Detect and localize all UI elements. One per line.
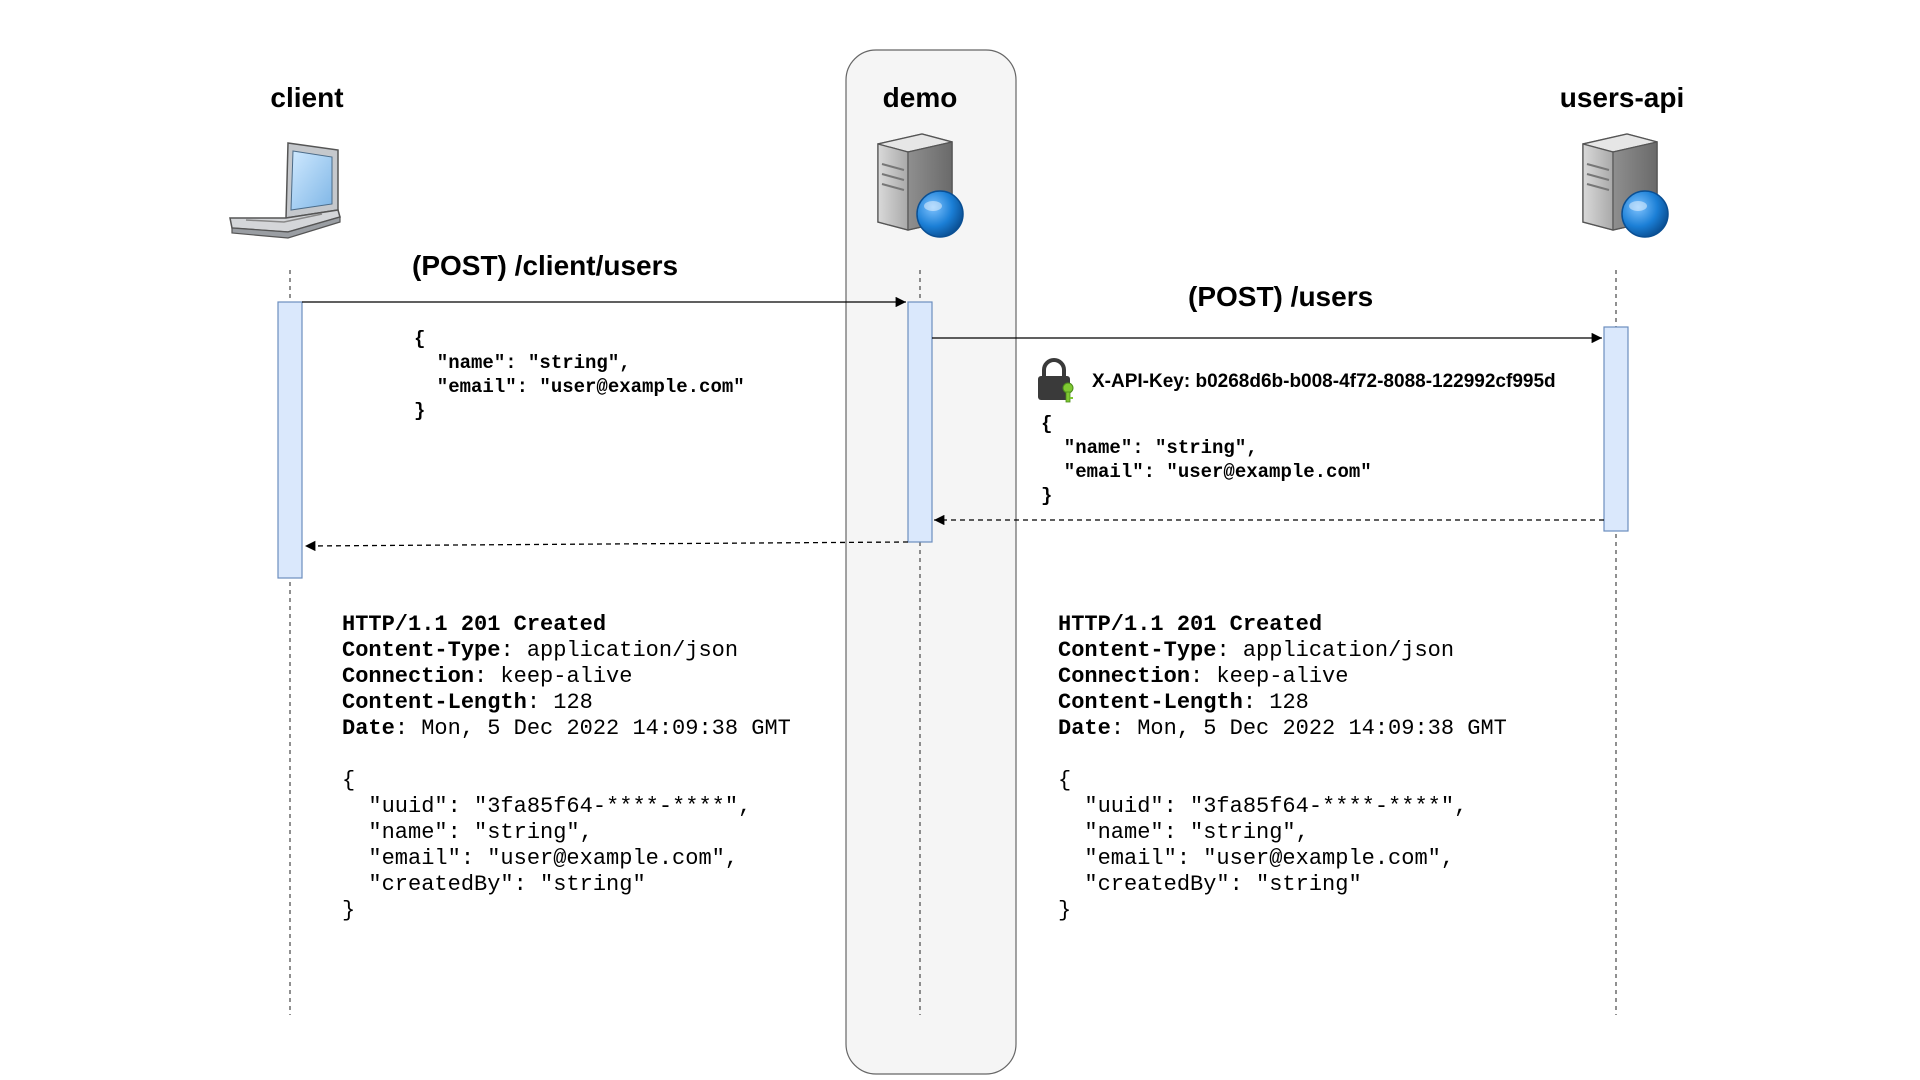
response-header-name: Content-Length [1058,690,1243,715]
response-status-line: HTTP/1.1 201 Created [1058,612,1322,637]
response-header-name: Content-Type [342,638,500,663]
demo-participant-label: demo [883,82,958,113]
api-key-header-text: X-API-Key: b0268d6b-b008-4f72-8088-12299… [1092,371,1556,392]
users-api-participant-label: users-api [1560,82,1685,113]
demo-to-users-api-message-label: (POST) /users [1188,281,1373,312]
response-header-value: : Mon, 5 Dec 2022 14:09:38 GMT [395,716,791,741]
demo-to-users-api-request-body: { "name": "string", "email": "user@examp… [1041,413,1429,507]
request-body-line: "email": "user@example.com" [414,376,745,398]
request-body-line: "name": "string", [1041,437,1258,459]
request-body-line: { [1041,413,1052,435]
response-header-name: Date [342,716,395,741]
response-body-line: } [342,898,355,923]
response-header-value: : keep-alive [474,664,632,689]
demo-participant-group-box [845,49,1017,1075]
response-header-name: Connection [342,664,474,689]
lock-key-icon [1038,358,1074,403]
users-api-web-server-icon [1582,133,1669,238]
response-header-value: : 128 [1243,690,1309,715]
demo-to-client-return-arrow [304,540,909,552]
response-body-line: "uuid": "3fa85f64-****-****", [342,794,751,819]
users-api-to-demo-response: HTTP/1.1 201 Created Content-Type: appli… [1058,612,1573,923]
client-activation-bar [277,301,303,579]
response-header-name: Content-Type [1058,638,1216,663]
response-header-value: : application/json [1216,638,1454,663]
response-body-line: "email": "user@example.com", [1058,846,1454,871]
response-status-line: HTTP/1.1 201 Created [342,612,606,637]
client-to-demo-message-label: (POST) /client/users [412,250,678,281]
demo-to-client-response: HTTP/1.1 201 Created Content-Type: appli… [342,612,857,923]
response-body-line: { [1058,768,1071,793]
request-body-line: { [414,328,425,350]
response-body-line: "uuid": "3fa85f64-****-****", [1058,794,1467,819]
request-body-line: "email": "user@example.com" [1041,461,1372,483]
response-header-name: Date [1058,716,1111,741]
request-body-line: } [414,400,425,422]
response-body-line: "email": "user@example.com", [342,846,738,871]
response-header-value: : Mon, 5 Dec 2022 14:09:38 GMT [1111,716,1507,741]
client-to-demo-request-body: { "name": "string", "email": "user@examp… [414,328,802,422]
response-body-line: } [1058,898,1071,923]
response-header-name: Connection [1058,664,1190,689]
response-body-line: { [342,768,355,793]
response-header-name: Content-Length [342,690,527,715]
demo-activation-bar [907,301,933,543]
request-body-line: } [1041,485,1052,507]
response-header-value: : 128 [527,690,593,715]
response-body-line: "createdBy": "string" [342,872,646,897]
response-header-value: : keep-alive [1190,664,1348,689]
laptop-icon [229,142,341,239]
response-header-value: : application/json [500,638,738,663]
request-body-line: "name": "string", [414,352,631,374]
response-body-line: "createdBy": "string" [1058,872,1362,897]
response-body-line: "name": "string", [342,820,593,845]
demo-web-server-icon [877,133,964,238]
users-api-activation-bar [1603,326,1629,532]
client-participant-label: client [270,82,343,113]
response-body-line: "name": "string", [1058,820,1309,845]
